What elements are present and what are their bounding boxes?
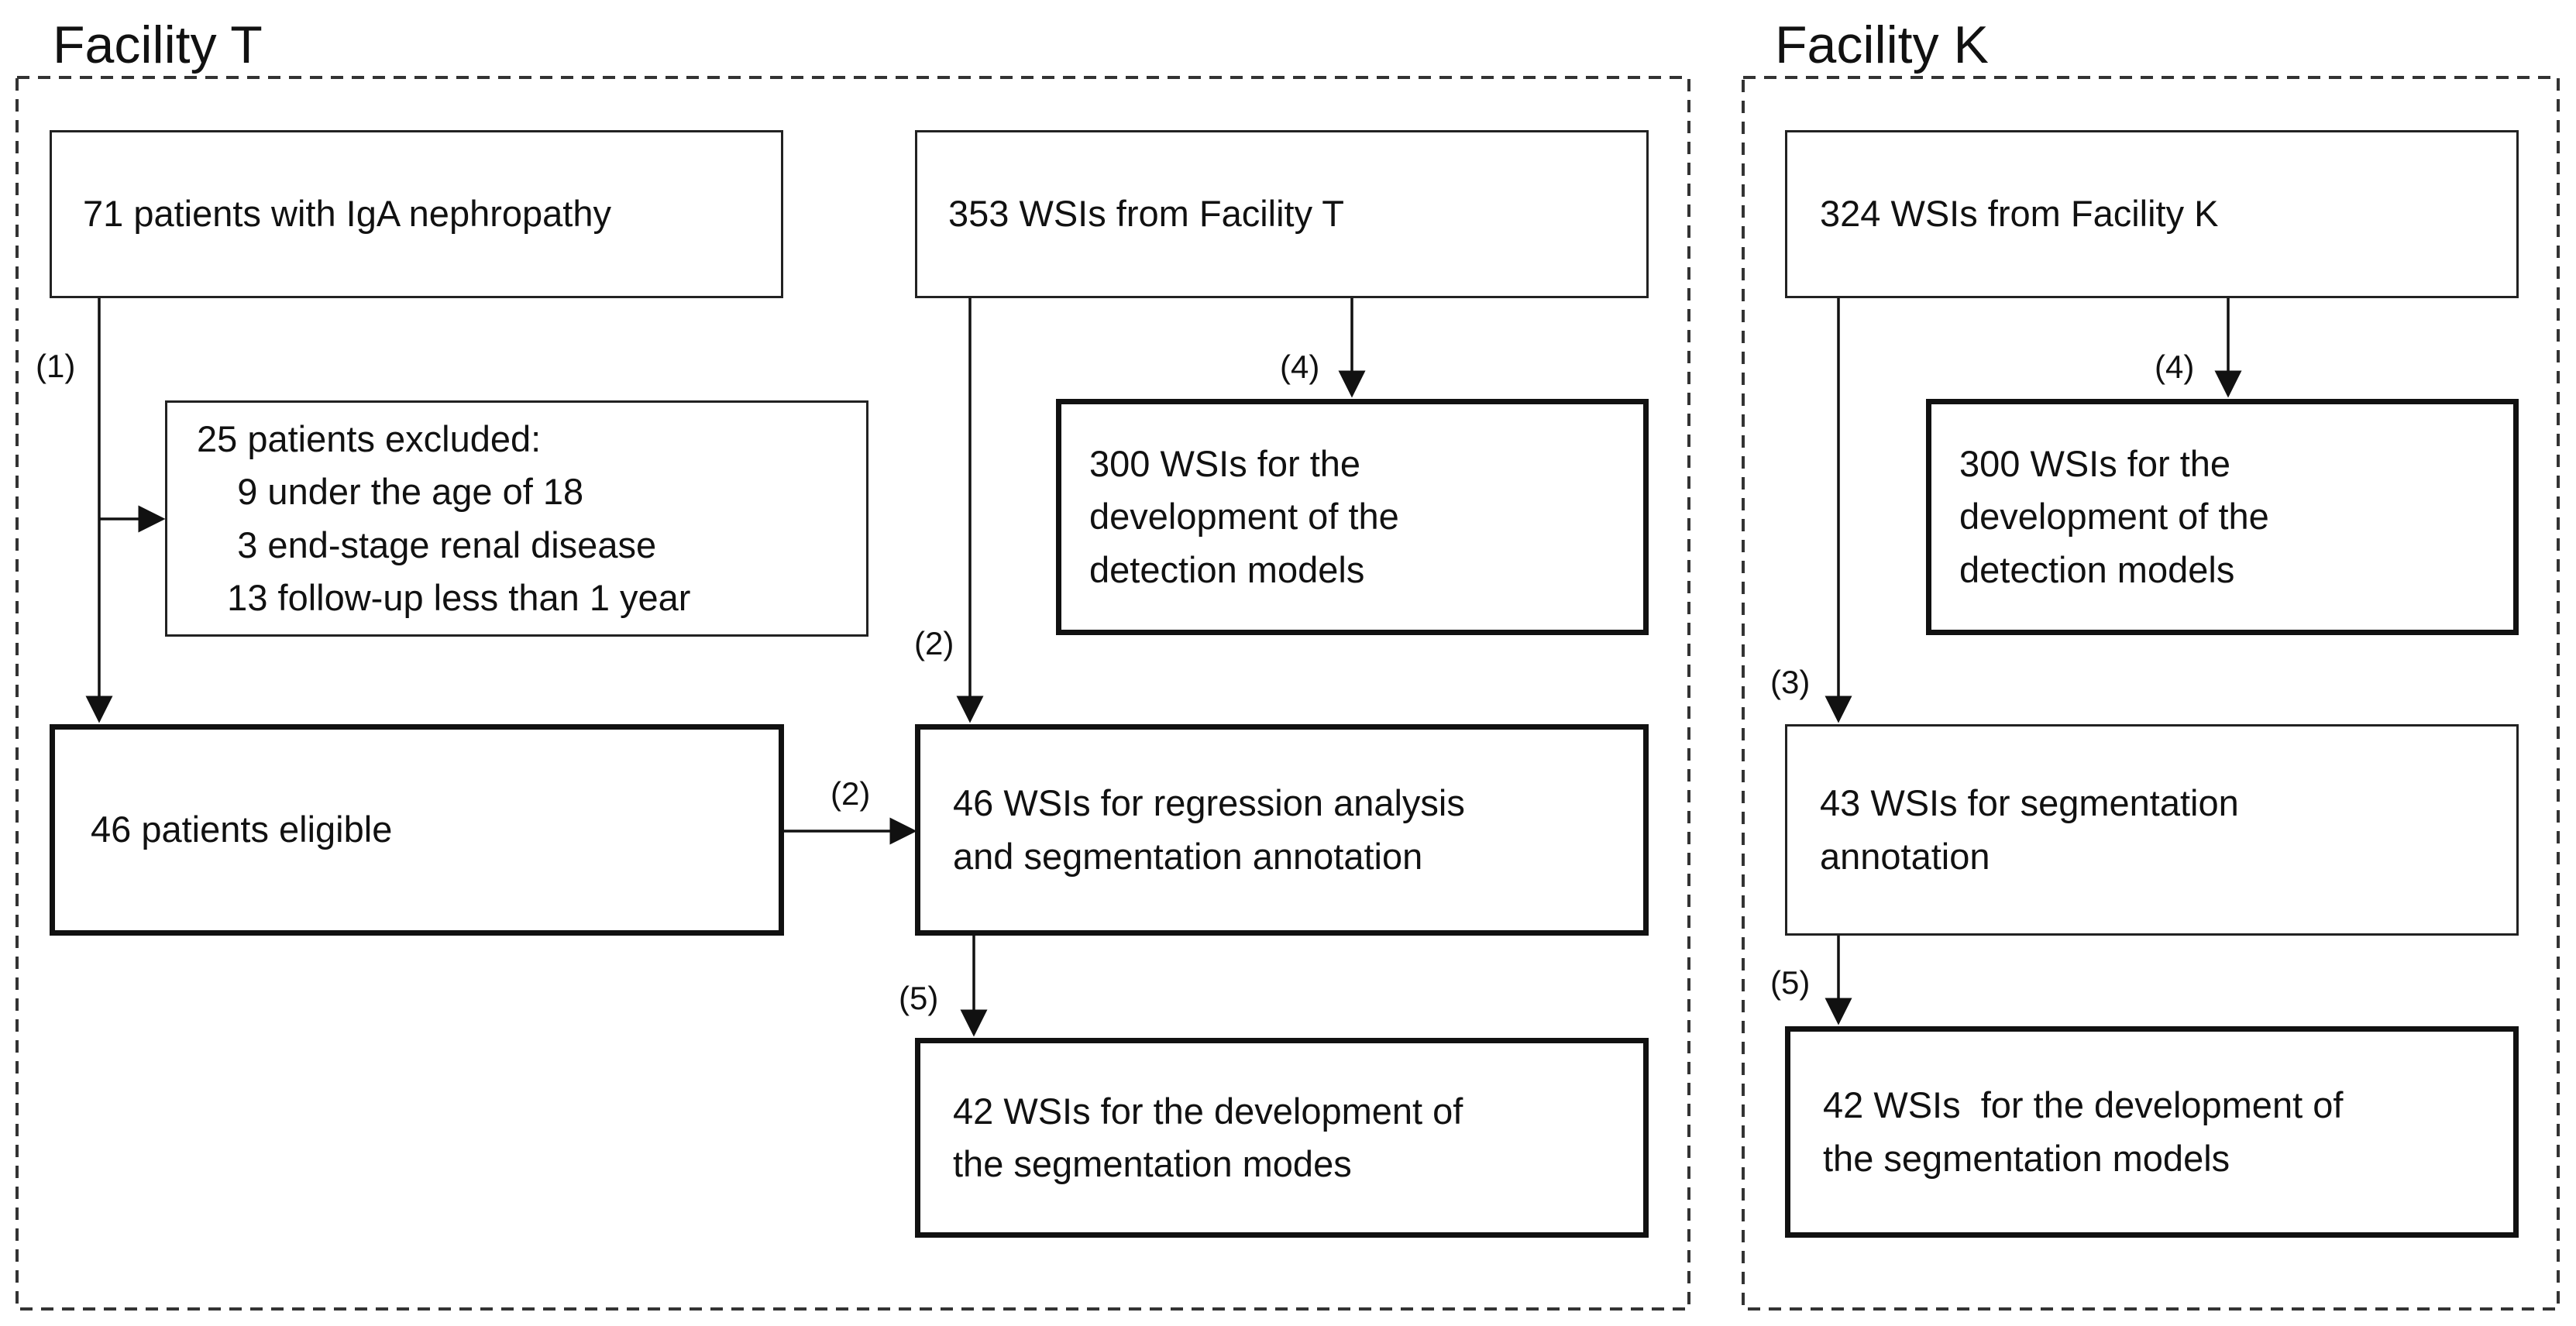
facility-t-frame xyxy=(15,76,1690,1311)
edge-label-step-5-t: (5) xyxy=(899,980,939,1016)
box-text-line: 9 under the age of 18 xyxy=(197,471,584,513)
box-text-line: 353 WSIs from Facility T xyxy=(948,193,1345,235)
box-text-line: 46 WSIs for regression analysis xyxy=(953,782,1465,824)
box-text-line: development of the xyxy=(1959,496,2269,538)
edge-label-step-2-wsi: (2) xyxy=(914,625,954,661)
box-text-line: 3 end-stage renal disease xyxy=(197,524,657,565)
detection-models-t-box: 300 WSIs for the development of the detect… xyxy=(1056,399,1649,635)
box-text-line: 300 WSIs for the xyxy=(1089,443,1361,485)
box-text-line: 43 WSIs for segmentation xyxy=(1820,782,2239,824)
box-text-line: 300 WSIs for the xyxy=(1959,443,2231,485)
box-text-line: detection models xyxy=(1089,548,1365,590)
box-text-line: annotation xyxy=(1820,835,1990,877)
patients-excluded-box: 25 patients excluded: 9 under the age of… xyxy=(165,400,868,637)
box-text-line: detection models xyxy=(1959,548,2235,590)
facility-t-title: Facility T xyxy=(53,15,263,74)
edge-label-step-2-patients: (2) xyxy=(831,775,871,812)
edge-label-step-4-t: (4) xyxy=(1280,349,1320,385)
box-text-line: 71 patients with IgA nephropathy xyxy=(83,193,611,235)
box-text-line: 42 WSIs for the development of xyxy=(953,1090,1463,1132)
box-text-line: 324 WSIs from Facility K xyxy=(1820,193,2219,235)
segmentation-models-k-box: 42 WSIs for the development of the segmen… xyxy=(1785,1026,2519,1238)
box-text-line: 25 patients excluded: xyxy=(197,418,542,460)
segmentation-models-t-box: 42 WSIs for the development of the segmen… xyxy=(915,1038,1649,1238)
edge-label-step-1: (1) xyxy=(36,348,76,384)
box-text-line: 46 patients eligible xyxy=(91,809,393,850)
box-text-line: the segmentation models xyxy=(1823,1137,2230,1179)
edge-label-step-5-k: (5) xyxy=(1770,964,1811,1001)
box-text-line: and segmentation annotation xyxy=(953,835,1423,877)
box-text-line: 13 follow-up less than 1 year xyxy=(197,576,691,618)
wsis-facility-t-box: 353 WSIs from Facility T xyxy=(915,130,1649,298)
edge-label-step-3-k: (3) xyxy=(1770,664,1811,700)
edge-label-step-4-k: (4) xyxy=(2155,349,2195,385)
box-text-line: development of the xyxy=(1089,496,1399,538)
regression-analysis-box: 46 WSIs for regression analysis and segme… xyxy=(915,724,1649,936)
patients-eligible-box: 46 patients eligible xyxy=(50,724,784,936)
box-text-line: the segmentation modes xyxy=(953,1143,1352,1184)
patients-igan-box: 71 patients with IgA nephropathy xyxy=(50,130,783,298)
facility-k-frame xyxy=(1742,76,2560,1311)
segmentation-annotation-box: 43 WSIs for segmentation annotation xyxy=(1785,724,2519,936)
wsis-facility-k-box: 324 WSIs from Facility K xyxy=(1785,130,2519,298)
box-text-line: 42 WSIs for the development of xyxy=(1823,1084,2344,1126)
detection-models-k-box: 300 WSIs for the development of the detect… xyxy=(1926,399,2519,635)
facility-k-title: Facility K xyxy=(1775,15,1989,74)
